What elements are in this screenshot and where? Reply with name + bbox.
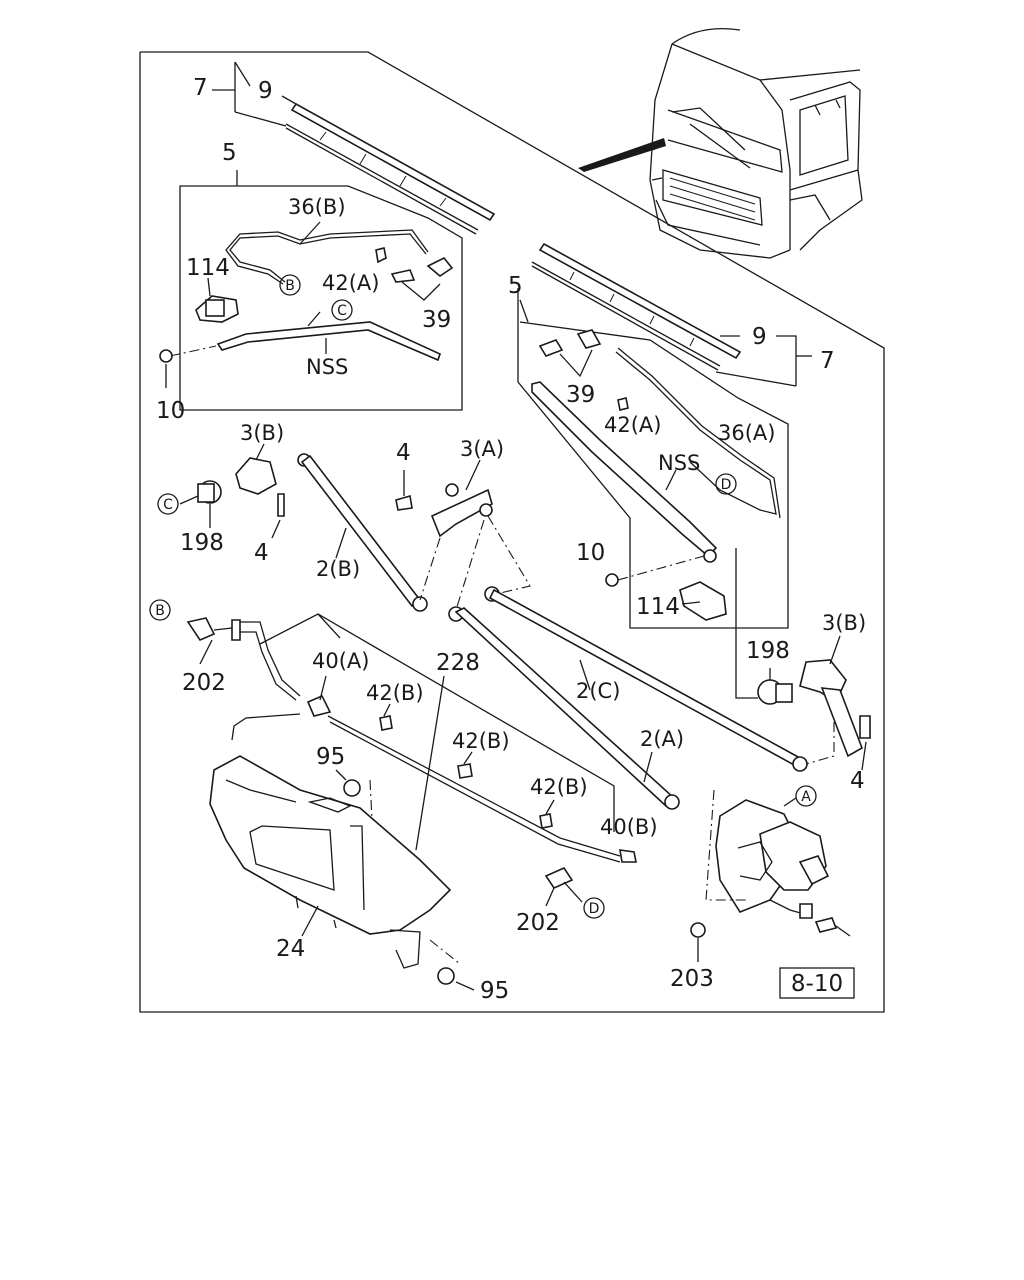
label-clip-42b-1: 42(B)	[366, 681, 424, 705]
nut-10-left	[159, 349, 173, 363]
label-clip-42a-left: 42(A)	[322, 271, 379, 295]
label-arm-assy-left: 5	[222, 140, 237, 166]
label-hose-36b: 36(B)	[288, 195, 346, 219]
label-blade-right: 9	[752, 324, 767, 350]
callout-c-left: C	[157, 493, 179, 515]
nut-203	[690, 922, 706, 938]
nut-10-right	[605, 573, 619, 587]
svg-text:D: D	[589, 901, 600, 917]
label-clip-42b-2: 42(B)	[452, 729, 510, 753]
label-pivot-3b-left: 3(B)	[240, 421, 284, 445]
label-bushing-198-right: 198	[746, 638, 790, 664]
label-joint-202-right: 202	[516, 910, 560, 936]
label-wiper-assy-left: 7	[193, 75, 208, 101]
label-nut-203: 203	[670, 966, 714, 992]
label-link-2c: 2(C)	[576, 679, 620, 703]
label-arm-assy-right: 5	[508, 273, 523, 299]
label-nut-95-top: 95	[316, 744, 345, 770]
label-nut-95-bottom: 95	[480, 978, 509, 1004]
pivot-3b-left	[235, 457, 277, 495]
svg-text:A: A	[801, 789, 811, 805]
diagram-frame	[139, 51, 885, 1013]
label-link-2a: 2(A)	[640, 727, 684, 751]
label-hose-40a: 40(A)	[312, 649, 369, 673]
svg-text:D: D	[721, 477, 732, 493]
label-joint-202-left: 202	[182, 670, 226, 696]
label-clip-42b-3: 42(B)	[530, 775, 588, 799]
link-2b	[300, 454, 422, 608]
wiper-motor-group	[690, 789, 851, 962]
label-motor-114-left: 114	[186, 255, 230, 281]
truck-cab-illustration	[578, 27, 863, 259]
reference-box: 8-10	[779, 967, 855, 999]
joint-202-right	[544, 866, 574, 890]
washer-tank-24	[209, 755, 452, 935]
label-hose-228: 228	[436, 650, 480, 676]
label-motor-114-right: 114	[636, 594, 680, 620]
label-pivot-3b-right: 3(B)	[822, 611, 866, 635]
nut-95-top	[343, 779, 361, 797]
label-nut-10-left: 10	[156, 398, 185, 424]
svg-text:C: C	[337, 303, 347, 319]
label-blade-left: 9	[258, 78, 273, 104]
label-clip-42a-right: 42(A)	[604, 413, 661, 437]
reference-number: 8-10	[791, 971, 843, 997]
svg-text:C: C	[163, 497, 173, 513]
label-link-2b: 2(B)	[316, 557, 360, 581]
callout-b-joint: B	[149, 599, 171, 621]
callout-c-top: C	[331, 299, 353, 321]
label-hose-36a: 36(A)	[718, 421, 775, 445]
label-bolt-4-right: 4	[850, 768, 865, 794]
label-nss-left: NSS	[306, 355, 348, 379]
wiper-arm-left	[216, 321, 441, 362]
callout-d-joint: D	[583, 897, 605, 919]
svg-text:B: B	[285, 278, 295, 294]
label-hose-40b: 40(B)	[600, 815, 658, 839]
svg-text:B: B	[155, 603, 165, 619]
left-wiper-group	[159, 61, 496, 411]
label-bolt-4-top: 4	[396, 440, 411, 466]
linkage-group	[179, 443, 871, 810]
pivot-3a	[430, 488, 493, 538]
callout-d-top: D	[715, 473, 737, 495]
callout-a-motor: A	[795, 785, 817, 807]
label-bushing-198-left: 198	[180, 530, 224, 556]
label-pivot-3a: 3(A)	[460, 437, 504, 461]
label-bolt-4-left: 4	[254, 540, 269, 566]
joint-202-left	[186, 617, 216, 641]
wiper-blade-left	[290, 102, 496, 222]
label-nut-10-right: 10	[576, 540, 605, 566]
label-tank-24: 24	[276, 936, 305, 962]
wiper-blade-right	[538, 242, 742, 360]
label-bracket-39-right: 39	[566, 382, 595, 408]
callout-b-left: B	[279, 274, 301, 296]
right-wiper-group	[517, 242, 812, 629]
washer-group	[186, 613, 637, 991]
label-wiper-assy-right: 7	[820, 348, 835, 374]
label-nss-right: NSS	[658, 451, 700, 475]
label-bracket-39-left: 39	[422, 307, 451, 333]
motor-114-right	[679, 581, 727, 621]
nut-95-bottom	[437, 967, 455, 985]
